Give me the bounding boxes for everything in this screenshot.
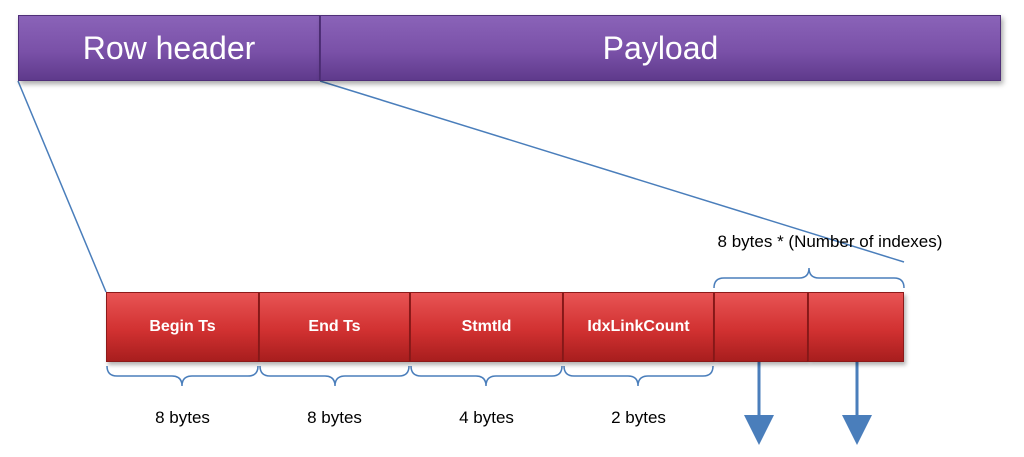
field-begin-ts-label: Begin Ts [149, 318, 216, 335]
row-header-block: Row header [18, 15, 320, 81]
zoom-line-left [17, 80, 107, 293]
size-label-index-pointers: 8 bytes * (Number of indexes) [717, 232, 943, 251]
size-label-end-ts: 8 bytes [307, 408, 362, 427]
payload-block: Payload [320, 15, 1001, 81]
field-end-ts: End Ts [259, 292, 410, 362]
brace-begin-ts [106, 365, 259, 387]
payload-label: Payload [602, 29, 719, 66]
field-idxlinkcount-label: IdxLinkCount [587, 318, 690, 335]
field-stmtid: StmtId [410, 292, 563, 362]
row-header-label: Row header [82, 29, 256, 66]
brace-idxlinkcount [563, 365, 714, 387]
brace-end-ts [259, 365, 410, 387]
field-end-ts-label: End Ts [308, 318, 361, 335]
field-begin-ts: Begin Ts [106, 292, 259, 362]
index-pointer-2 [808, 292, 904, 362]
index-pointer-1 [714, 292, 808, 362]
brace-index-pointers [713, 267, 905, 289]
size-label-stmtid: 4 bytes [459, 408, 514, 427]
zoom-line-right [319, 80, 905, 263]
field-idxlinkcount: IdxLinkCount [563, 292, 714, 362]
brace-stmtid [410, 365, 563, 387]
field-stmtid-label: StmtId [461, 318, 512, 335]
size-label-idxlinkcount: 2 bytes [611, 408, 666, 427]
size-label-begin-ts: 8 bytes [155, 408, 210, 427]
